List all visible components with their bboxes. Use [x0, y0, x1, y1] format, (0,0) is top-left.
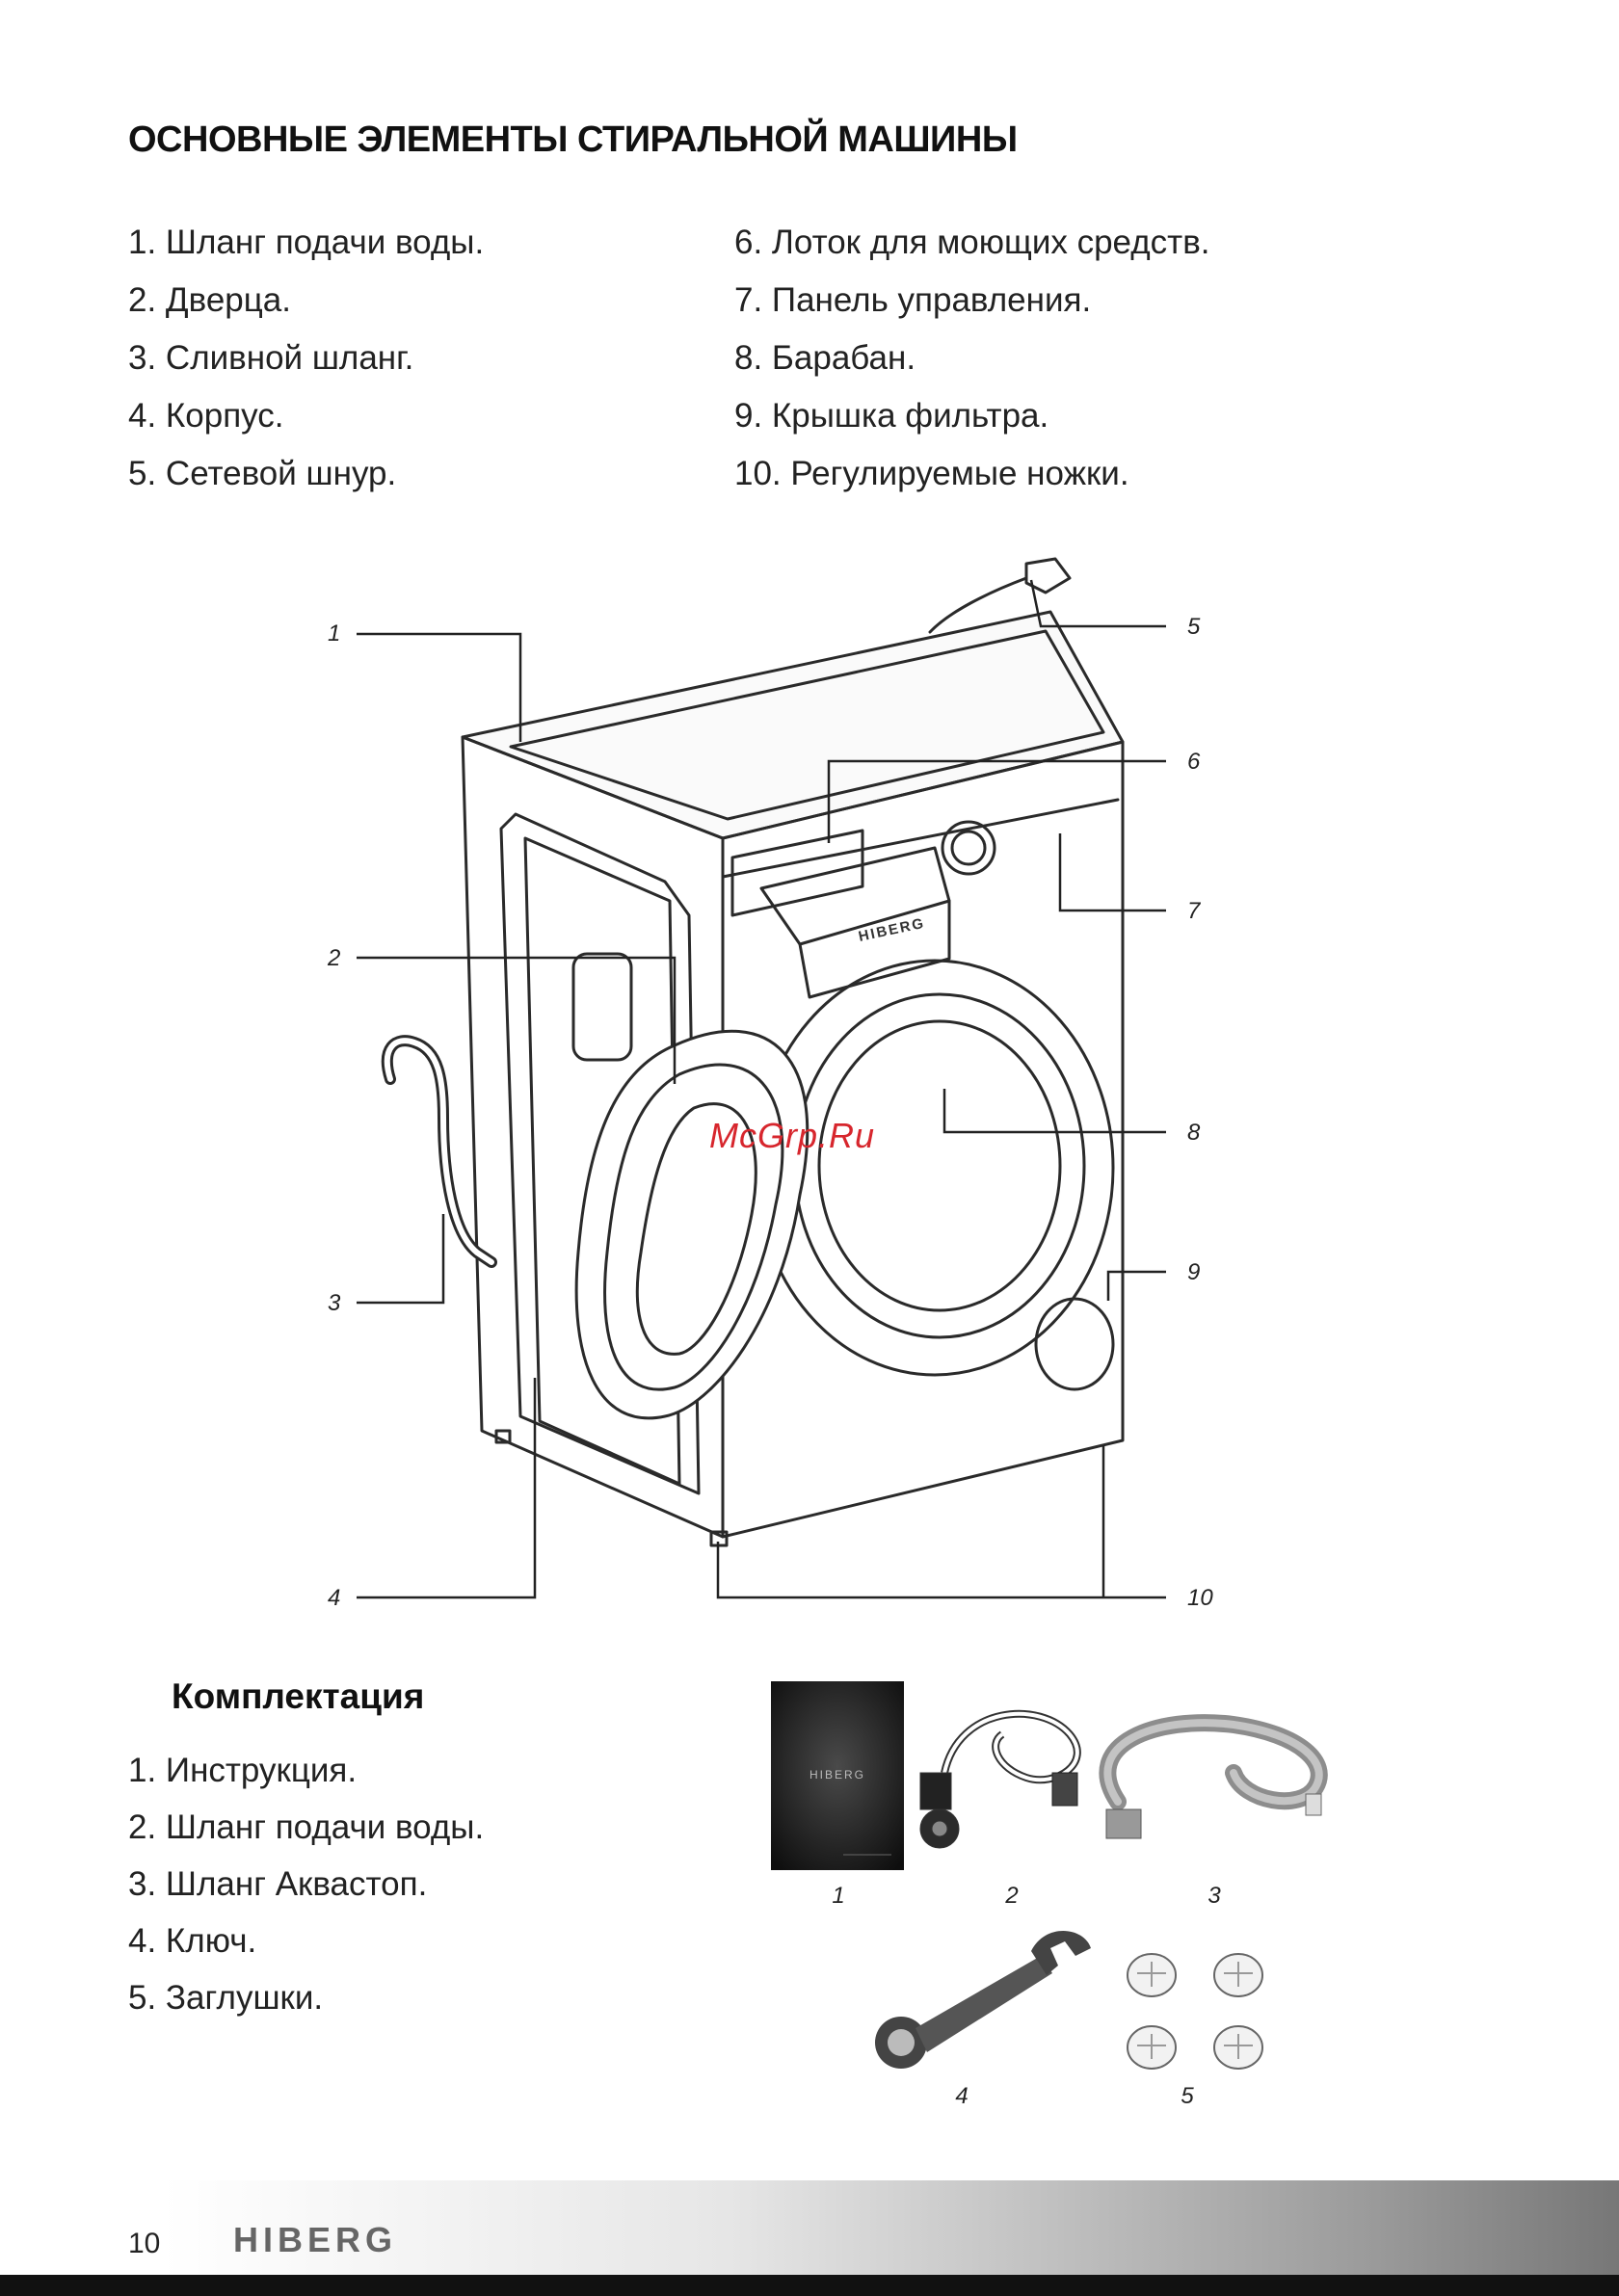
part-item: 10. Регулируемые ножки.: [734, 455, 1129, 492]
kit-image-label: 1: [832, 1883, 844, 1909]
page-number: 10: [128, 2228, 161, 2259]
kit-list: 1. Инструкция. 2. Шланг подачи воды. 3. …: [128, 1742, 484, 2026]
part-item: 4. Корпус.: [128, 397, 284, 435]
callout-label: 6: [1187, 749, 1201, 775]
kit-item: 1. Инструкция.: [128, 1752, 358, 1789]
booklet-brand: HIBERG: [810, 1768, 865, 1781]
page-title: ОСНОВНЫЕ ЭЛЕМЕНТЫ СТИРАЛЬНОЙ МАШИНЫ: [128, 119, 1018, 160]
callout-label: 8: [1187, 1120, 1201, 1146]
callout-label: 3: [328, 1290, 341, 1316]
callout-label: 10: [1187, 1585, 1213, 1611]
washing-machine-illustration: 1 2 3 4 5 6 7 8 9 10 HIBERG: [327, 557, 1213, 1611]
wrench-image: [875, 1930, 1091, 2069]
inlet-hose-image: [919, 1709, 1081, 1849]
part-item: 7. Панель управления.: [734, 281, 1092, 319]
washing-machine-diagram: 1 2 3 4 5 6 7 8 9 10 HIBERG: [0, 520, 1619, 1619]
aquastop-hose-image: [1099, 1714, 1328, 1839]
callout-label: 4: [328, 1585, 340, 1611]
part-item: 6. Лоток для моющих средств.: [734, 224, 1210, 261]
callout-label: 5: [1187, 614, 1201, 640]
accessories-illustration: HIBERG: [752, 1667, 1446, 2110]
footer-bar: [0, 2275, 1619, 2296]
kit-item: 5. Заглушки.: [128, 1979, 324, 2017]
machine-brand-logo: HIBERG: [857, 915, 926, 945]
kit-image-label: 5: [1181, 2083, 1194, 2109]
callout-label: 2: [327, 945, 340, 971]
kit-image-label: 4: [955, 2083, 968, 2109]
booklet-image: HIBERG: [771, 1681, 904, 1870]
callout-label: 1: [328, 620, 340, 647]
part-item: 1. Шланг подачи воды.: [128, 224, 485, 261]
plugs-image: [1127, 1953, 1263, 2070]
kit-title: Комплектация: [172, 1676, 425, 1716]
part-item: 9. Крышка фильтра.: [734, 397, 1049, 435]
callout-label: 7: [1187, 898, 1202, 924]
kit-item: 2. Шланг подачи воды.: [128, 1808, 485, 1846]
parts-list-left: 1. Шланг подачи воды. 2. Дверца. 3. Слив…: [128, 214, 484, 503]
kit-item: 3. Шланг Аквастоп.: [128, 1865, 428, 1903]
part-item: 3. Сливной шланг.: [128, 339, 414, 377]
kit-item: 4. Ключ.: [128, 1922, 257, 1960]
kit-image-label: 2: [1004, 1883, 1018, 1909]
brand-logo: HIBERG: [233, 2220, 398, 2259]
watermark: McGrp.Ru: [709, 1116, 876, 1155]
part-item: 2. Дверца.: [128, 281, 291, 319]
part-item: 5. Сетевой шнур.: [128, 455, 397, 492]
callout-label: 9: [1187, 1259, 1200, 1285]
parts-list-right: 6. Лоток для моющих средств. 7. Панель у…: [734, 214, 1210, 503]
kit-image-label: 3: [1208, 1883, 1221, 1909]
part-item: 8. Барабан.: [734, 339, 916, 377]
